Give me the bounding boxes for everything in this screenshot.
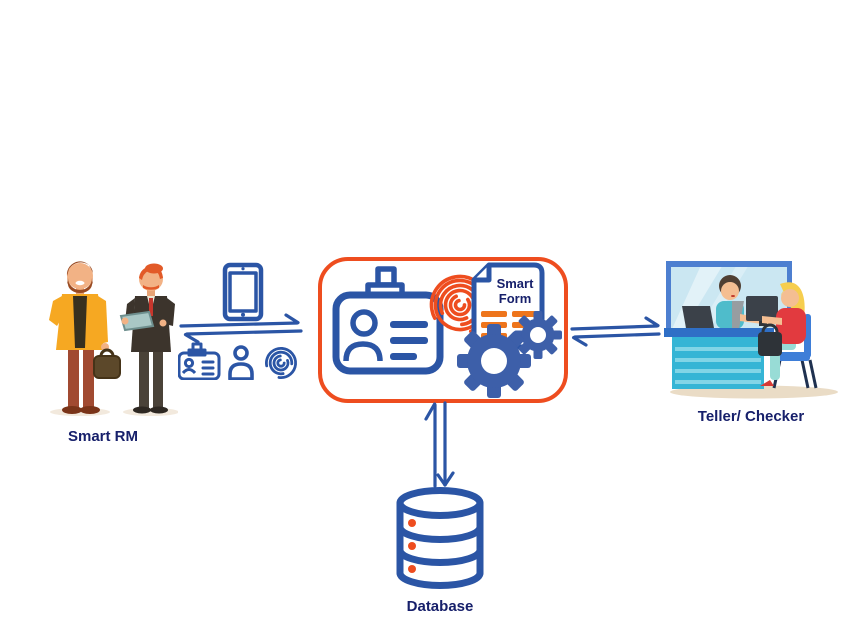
tablet-icon: [222, 262, 264, 322]
teller-illustration: [664, 261, 838, 399]
id-card-icon: [178, 342, 221, 380]
fingerprint-icon: [264, 346, 298, 379]
smart-rm-illustration: [49, 261, 178, 416]
process-box-icons: Smart Form: [332, 262, 562, 398]
person-icon: [228, 345, 254, 380]
gears-icon: [457, 311, 562, 398]
capture-flow-group: [178, 262, 303, 380]
smart-rm-man-1: [49, 261, 121, 416]
smart-form-text-line1: Smart: [497, 276, 535, 291]
process-box: Smart Form: [318, 257, 568, 403]
smart-rm-label: Smart RM: [67, 428, 138, 445]
arrow-rm-to-process: [179, 313, 303, 344]
arrow-process-to-database: [424, 401, 455, 488]
badge-icon: [332, 266, 444, 375]
database-icon: [396, 487, 484, 589]
arrow-process-to-teller: [570, 316, 661, 347]
teller-checker-label: Teller/ Checker: [697, 408, 805, 425]
database-label: Database: [406, 598, 474, 615]
customer-person: [758, 282, 818, 389]
smart-form-text-line2: Form: [499, 291, 532, 306]
smart-rm-man-2: [119, 263, 178, 416]
